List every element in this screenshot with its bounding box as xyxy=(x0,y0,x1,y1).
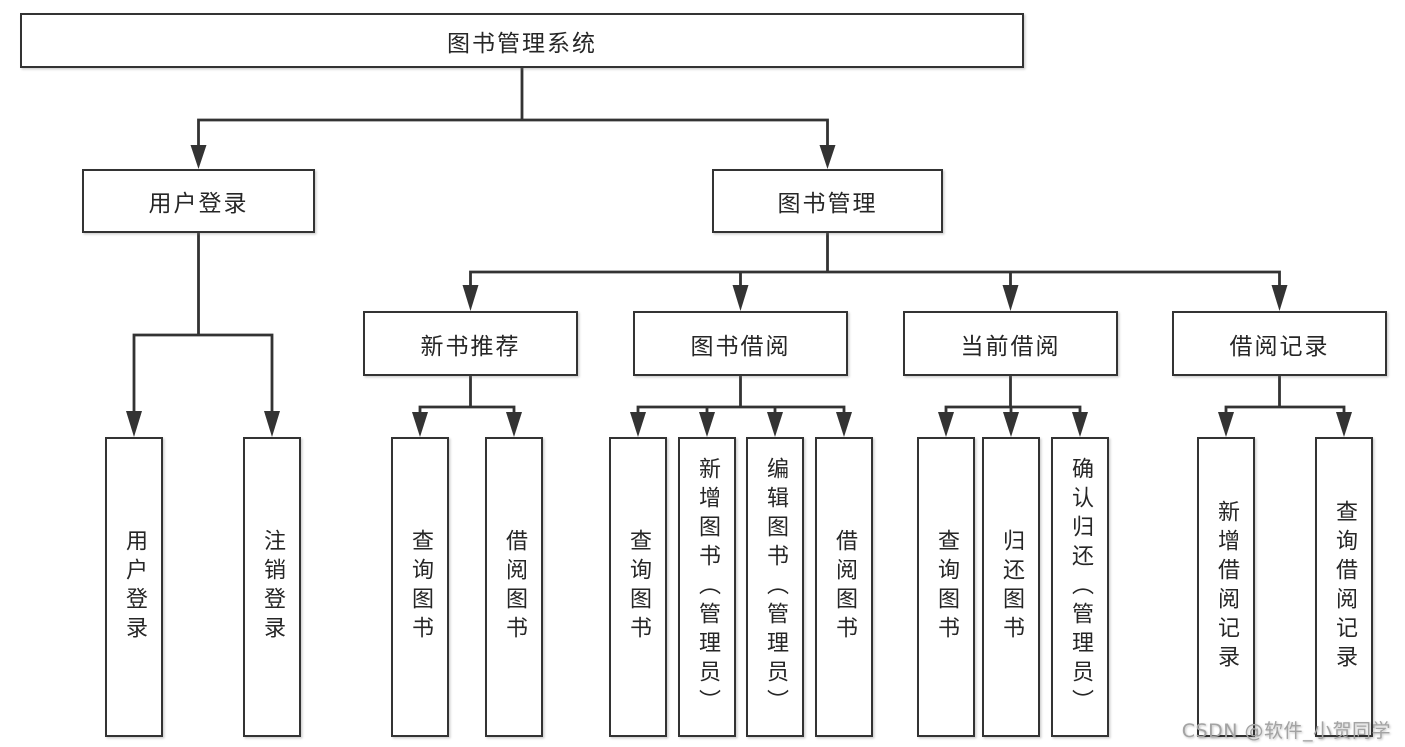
node-new-book-recommendation: 新书推荐 xyxy=(363,311,578,376)
node-user-login: 用户登录 xyxy=(82,169,315,233)
node-label: 新增图书（管理员） xyxy=(695,456,720,718)
node-label: 借阅图书 xyxy=(832,529,857,645)
node-book-borrowing: 图书借阅 xyxy=(633,311,848,376)
node-borrowing-records: 借阅记录 xyxy=(1172,311,1387,376)
node-label: 编辑图书（管理员） xyxy=(763,456,788,718)
leaf-borrow-books-recommend: 借阅图书 xyxy=(485,437,543,737)
leaf-add-book-admin: 新增图书（管理员） xyxy=(678,437,736,737)
node-label: 新书推荐 xyxy=(420,333,521,360)
node-library-management-system: 图书管理系统 xyxy=(20,13,1024,68)
node-current-borrowing: 当前借阅 xyxy=(903,311,1118,376)
node-label: 查询图书 xyxy=(626,529,651,645)
leaf-confirm-return-admin: 确认归还（管理员） xyxy=(1051,437,1109,737)
node-label: 用户登录 xyxy=(122,529,147,645)
node-label: 图书管理 xyxy=(777,191,878,217)
leaf-return-book: 归还图书 xyxy=(982,437,1040,737)
leaf-query-books-borrowing: 查询图书 xyxy=(609,437,667,737)
node-label: 注销登录 xyxy=(260,529,285,645)
node-label: 用户登录 xyxy=(148,191,249,217)
leaf-query-borrow-record: 查询借阅记录 xyxy=(1315,437,1373,737)
node-label: 归还图书 xyxy=(999,529,1024,645)
node-label: 新增借阅记录 xyxy=(1214,500,1239,674)
node-label: 查询图书 xyxy=(934,529,959,645)
node-label: 查询图书 xyxy=(408,529,433,645)
leaf-logout: 注销登录 xyxy=(243,437,301,737)
node-label: 借阅记录 xyxy=(1229,333,1330,360)
leaf-add-borrow-record: 新增借阅记录 xyxy=(1197,437,1255,737)
csdn-watermark: CSDN @软件_小贺同学 xyxy=(1181,720,1391,742)
node-label: 确认归还（管理员） xyxy=(1068,456,1093,718)
leaf-edit-book-admin: 编辑图书（管理员） xyxy=(746,437,804,737)
node-book-management: 图书管理 xyxy=(712,169,943,233)
node-label: 当前借阅 xyxy=(960,333,1061,360)
node-label: 图书管理系统 xyxy=(447,30,597,57)
leaf-query-books-current: 查询图书 xyxy=(917,437,975,737)
node-label: 借阅图书 xyxy=(502,529,527,645)
node-label: 图书借阅 xyxy=(690,333,791,360)
leaf-query-books-recommend: 查询图书 xyxy=(391,437,449,737)
leaf-borrow-books-borrowing: 借阅图书 xyxy=(815,437,873,737)
leaf-user-login: 用户登录 xyxy=(105,437,163,737)
node-label: 查询借阅记录 xyxy=(1332,500,1357,674)
